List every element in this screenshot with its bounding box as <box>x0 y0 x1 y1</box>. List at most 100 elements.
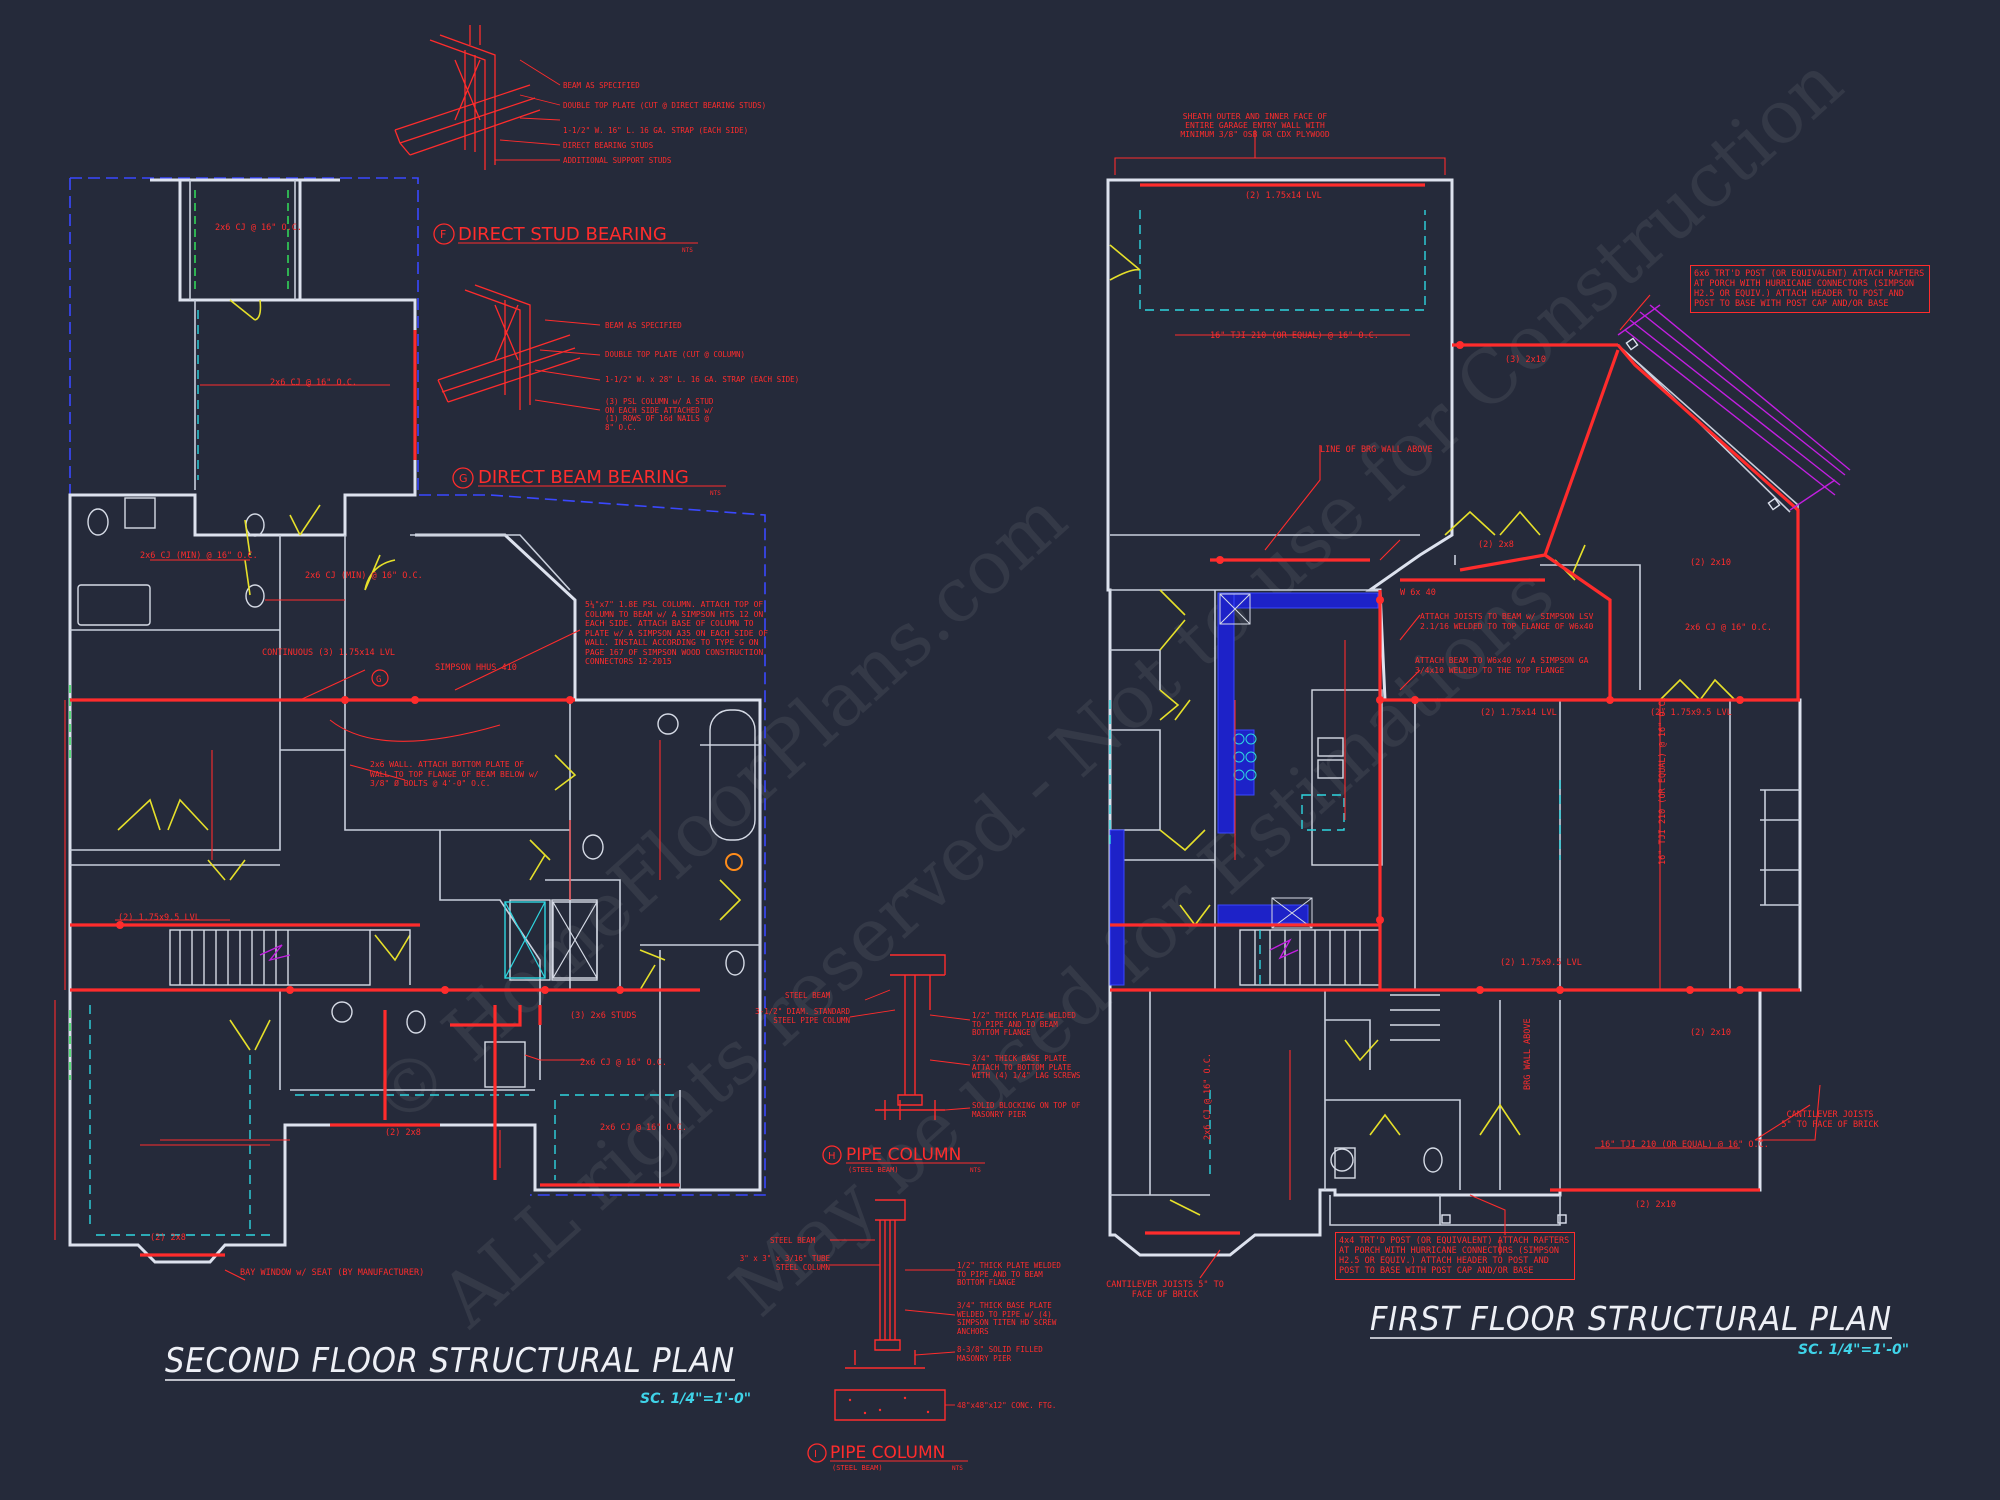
detail-direct-stud-bearing: BEAM AS SPECIFIED DOUBLE TOP PLATE (CUT … <box>394 25 766 254</box>
label-1f-0: (2) 1.75x14 LVL <box>1245 191 1322 201</box>
note-cantilever-right: CANTILEVER JOISTS 5" TO FACE OF BRICK <box>1781 1110 1878 1130</box>
label-1f-6: W 6x 40 <box>1400 588 1436 598</box>
beam-nts: NTS <box>710 490 721 497</box>
pipe-h-nts: NTS <box>970 1167 981 1174</box>
ceiling-lines-1f <box>1109 210 1561 1180</box>
note-psl-column: 5¼"x7" 1.8E PSL COLUMN. ATTACH TOP OF CO… <box>585 600 768 666</box>
beams-2f <box>70 330 700 1257</box>
label-2f-12: BAY WINDOW w/ SEAT (BY MANUFACTURER) <box>240 1268 424 1278</box>
pipe-i-note-4-box: 8-3/8" SOLID FILLED MASONRY PIER <box>957 1346 1043 1362</box>
kitchen-cabinets <box>1109 592 1379 986</box>
stud-note-3: DIRECT BEARING STUDS <box>563 141 654 150</box>
note-cantilever-left: CANTILEVER JOISTS 5" TO FACE OF BRICK <box>1106 1280 1224 1300</box>
label-2f-7: 2x6 CJ @ 16" O.C. <box>600 1123 687 1133</box>
detail-pipe-column-h: STEEL BEAM 3-1/2" DIAM. STANDARD STEEL P… <box>755 954 1080 1174</box>
beam-note-3-box: (3) PSL COLUMN w/ A STUD ON EACH SIDE AT… <box>605 398 713 431</box>
svg-text:G: G <box>376 675 381 685</box>
note-porch-post: 6x6 TRT'D POST (OR EQUIVALENT) ATTACH RA… <box>1690 265 1930 313</box>
label-2f-3: 2x6 CJ (MIN) @ 16" O.C. <box>305 571 423 581</box>
pipe-h-subtitle: (STEEL BEAM) <box>848 1166 899 1174</box>
exterior-walls-2f <box>68 178 762 1264</box>
label-1f-10: 16" TJI 210 (OR EQUAL) @ 16" O.C. <box>1658 696 1668 865</box>
second-floor-closets <box>504 901 598 979</box>
stud-note-4: ADDITIONAL SUPPORT STUDS <box>563 156 672 165</box>
pipe-i-marker: I <box>814 1449 817 1460</box>
first-floor-title: FIRST FLOOR STRUCTURAL PLAN <box>1370 1299 1892 1338</box>
beam-marker: G <box>459 472 468 485</box>
note-porch-post-front: 4x4 TRT'D POST (OR EQUIVALENT) ATTACH RA… <box>1335 1232 1575 1280</box>
green-lines-2f <box>69 190 289 1080</box>
roof-outline-left <box>69 177 766 1196</box>
pipe-h-note-3-box: 3/4" THICK BASE PLATE ATTACH TO BOTTOM P… <box>972 1055 1080 1080</box>
stud-nts: NTS <box>682 247 693 254</box>
pipe-h-note-2-box: 1/2" THICK PLATE WELDED TO PIPE AND TO B… <box>972 1012 1076 1037</box>
first-floor-scale: SC. 1/4"=1'-0" <box>1798 1342 1909 1358</box>
detail-direct-beam-bearing: BEAM AS SPECIFIED DOUBLE TOP PLATE (CUT … <box>437 284 799 497</box>
stud-title: DIRECT STUD BEARING <box>458 224 667 245</box>
stud-note-1: DOUBLE TOP PLATE (CUT @ DIRECT BEARING S… <box>563 101 766 110</box>
pipe-i-note-3-box: 3/4" THICK BASE PLATE WELDED TO PIPE w/ … <box>957 1302 1056 1335</box>
second-floor-labels: 2x6 CJ @ 16" O.C. 2x6 CJ @ 16" O.C. 2x6 … <box>118 223 687 1278</box>
label-2f-6: 2x6 CJ @ 16" O.C. <box>580 1058 667 1068</box>
pipe-i-note-2-box: 1/2" THICK PLATE WELDED TO PIPE AND TO B… <box>957 1262 1061 1287</box>
second-floor-plan: 2x6 CJ @ 16" O.C. 2x6 CJ @ 16" O.C. 2x6 … <box>54 177 768 1407</box>
pipe-i-note-1-box: 3" x 3" x 3/16" TUBE STEEL COLUMN <box>740 1255 830 1271</box>
pipe-i-title: PIPE COLUMN <box>830 1443 945 1463</box>
label-2f-8: (2) 1.75x9.5 LVL <box>118 913 200 923</box>
label-2f-0: 2x6 CJ @ 16" O.C. <box>215 223 302 233</box>
beam-title: DIRECT BEAM BEARING <box>478 467 689 488</box>
label-1f-1: 16" TJI 210 (OR EQUAL) @ 16" O.C. <box>1210 331 1379 341</box>
label-2f-11: (2) 2x8 <box>150 1233 186 1243</box>
pipe-h-title: PIPE COLUMN <box>846 1145 961 1165</box>
second-floor-scale: SC. 1/4"=1'-0" <box>640 1391 751 1407</box>
stud-note-0: BEAM AS SPECIFIED <box>563 81 640 90</box>
pipe-h-marker: H <box>828 1151 836 1162</box>
label-1f-7: 2x6 CJ @ 16" O.C. <box>1685 623 1772 633</box>
label-2f-9: (3) 2x6 STUDS <box>570 1011 637 1021</box>
detail-pipe-column-i: STEEL BEAM 3" x 3" x 3/16" TUBE STEEL CO… <box>740 1199 1061 1472</box>
leaders-1f <box>1175 294 1821 1279</box>
label-1f-12: BRG WALL ABOVE <box>1523 1018 1533 1090</box>
label-1f-4: (2) 2x10 <box>1690 558 1731 568</box>
pipe-i-note-0: STEEL BEAM <box>770 1236 816 1245</box>
label-1f-15: (2) 2x10 <box>1635 1200 1676 1210</box>
pipe-i-nts: NTS <box>952 1465 963 1472</box>
note-attach-beam: ATTACH BEAM TO W6x40 w/ A SIMPSON GA 3/4… <box>1415 656 1588 675</box>
porch-rafters <box>1617 304 1851 511</box>
label-1f-14: 16" TJI 210 (OR EQUAL) @ 16" O.C. <box>1600 1140 1769 1150</box>
label-1f-9: (2) 1.75x9.5 LVL <box>1650 708 1732 718</box>
beam-note-0: BEAM AS SPECIFIED <box>605 321 682 330</box>
label-1f-16: 2x6 CJ @ 16" O.C. <box>1203 1053 1213 1140</box>
label-1f-13: (2) 2x10 <box>1690 1028 1731 1038</box>
label-1f-3: (3) 2x10 <box>1505 355 1546 365</box>
pipe-i-note-5: 48"x48"x12" CONC. FTG. <box>957 1401 1056 1410</box>
ceiling-lines-2f <box>89 310 680 1236</box>
second-floor-doors <box>117 299 742 1051</box>
pipe-h-note-0: STEEL BEAM <box>785 991 831 1000</box>
beam-note-2: 1-1/2" W. x 28" L. 16 GA. STRAP (EACH SI… <box>605 375 799 384</box>
label-1f-2: LINE OF BRG WALL ABOVE <box>1320 445 1433 455</box>
first-floor-fixtures <box>1330 1147 1443 1179</box>
first-floor-stairs <box>1239 929 1440 1041</box>
label-1f-8: (2) 1.75x14 LVL <box>1480 708 1557 718</box>
note-sheath-garage: SHEATH OUTER AND INNER FACE OF ENTIRE GA… <box>1180 112 1329 139</box>
stud-note-2: 1-1/2" W. 16" L. 16 GA. STRAP (EACH SIDE… <box>563 126 748 135</box>
porch-posts <box>1441 337 1781 1224</box>
second-floor-title: SECOND FLOOR STRUCTURAL PLAN <box>165 1341 735 1381</box>
label-1f-5: (2) 2x8 <box>1478 540 1514 550</box>
pipe-i-subtitle: (STEEL BEAM) <box>832 1464 883 1472</box>
note-2x6-wall: 2x6 WALL. ATTACH BOTTOM PLATE OF WALL TO… <box>370 760 539 788</box>
beams-1f <box>1110 183 1800 1235</box>
label-2f-5: SIMPSON HHUS 410 <box>435 663 517 673</box>
beam-note-1: DOUBLE TOP PLATE (CUT @ COLUMN) <box>605 350 745 359</box>
label-1f-11: (2) 1.75x9.5 LVL <box>1500 958 1582 968</box>
pipe-h-note-1-box: 3-1/2" DIAM. STANDARD STEEL PIPE COLUMN <box>755 1008 850 1024</box>
first-floor-labels: (2) 1.75x14 LVL 16" TJI 210 (OR EQUAL) @… <box>1203 191 1772 1210</box>
first-floor-doors <box>1109 244 1736 1216</box>
note-attach-joists: ATTACH JOISTS TO BEAM w/ SIMPSON LSV 2.1… <box>1420 612 1593 631</box>
first-floor-plan: SHEATH OUTER AND INNER FACE OF ENTIRE GA… <box>1106 112 1930 1358</box>
pipe-h-note-4-box: SOLID BLOCKING ON TOP OF MASONRY PIER <box>972 1102 1080 1118</box>
kitchen-island <box>1311 689 1383 866</box>
second-floor-stairs <box>169 929 411 986</box>
